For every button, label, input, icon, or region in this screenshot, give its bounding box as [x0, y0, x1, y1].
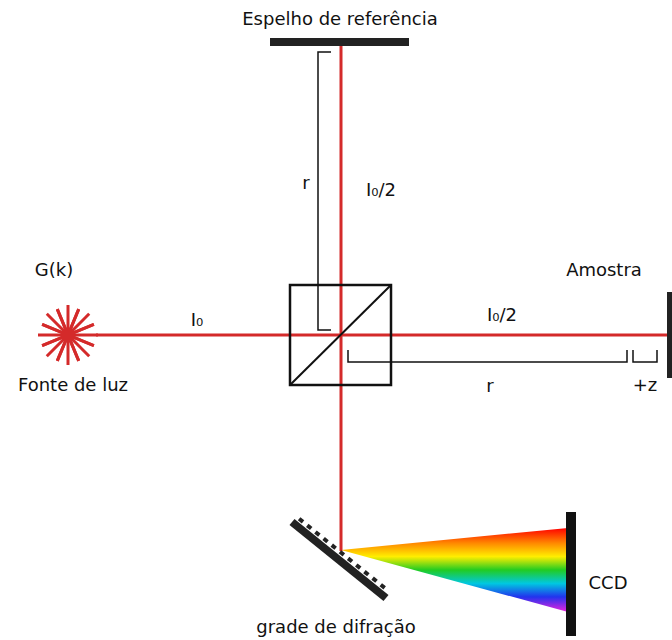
distance-bracket — [318, 52, 331, 330]
grating-tooth — [300, 519, 303, 522]
grating-tooth — [373, 578, 376, 581]
intensity-label: I₀ — [191, 310, 204, 331]
ccd-label: CCD — [582, 568, 642, 598]
light-source-symbol — [38, 305, 98, 365]
horizontal-beam — [96, 334, 668, 337]
grating-tooth — [308, 525, 311, 528]
grating-tooth — [381, 585, 384, 588]
offset-bracket — [633, 350, 657, 362]
component-name: CCD — [589, 573, 628, 594]
component-name: Espelho de referência — [242, 9, 438, 30]
distance-label: r — [486, 376, 493, 397]
light-ray-stroke — [47, 314, 89, 356]
source-label: G(k) Fonte de luz — [4, 255, 148, 400]
component-name: grade de difração — [256, 617, 415, 638]
splitter-diagonal — [290, 285, 391, 385]
grating-tooth — [349, 558, 352, 561]
grating-tooth — [316, 532, 319, 535]
offset-label: +z — [633, 375, 658, 396]
vertical-beam — [340, 46, 343, 551]
intensity-label: I₀/2 — [487, 305, 517, 326]
grating-teeth — [300, 519, 384, 588]
ccd-sensor — [566, 512, 576, 636]
spectrum-fan — [341, 528, 568, 612]
component-name: Amostra — [566, 260, 642, 281]
sample-surface — [667, 292, 672, 378]
grating-tooth — [324, 539, 327, 542]
reference-mirror — [270, 38, 409, 46]
diffraction-grating — [292, 522, 386, 598]
component-name: Fonte de luz — [18, 375, 128, 396]
grating-tooth — [341, 552, 344, 555]
distance-bracket — [348, 350, 627, 362]
beam-splitter — [290, 285, 391, 385]
distance-label: r — [302, 173, 309, 194]
mirror-label: Espelho de referência — [220, 4, 460, 34]
grating-tooth — [365, 572, 368, 575]
sample-label: Amostra — [550, 255, 666, 285]
grating-tooth — [357, 565, 360, 568]
grating-tooth — [332, 545, 335, 548]
intensity-label: I₀/2 — [366, 180, 396, 201]
component-name: G(k) — [35, 260, 73, 281]
grating-label: grade de difração — [230, 612, 450, 640]
